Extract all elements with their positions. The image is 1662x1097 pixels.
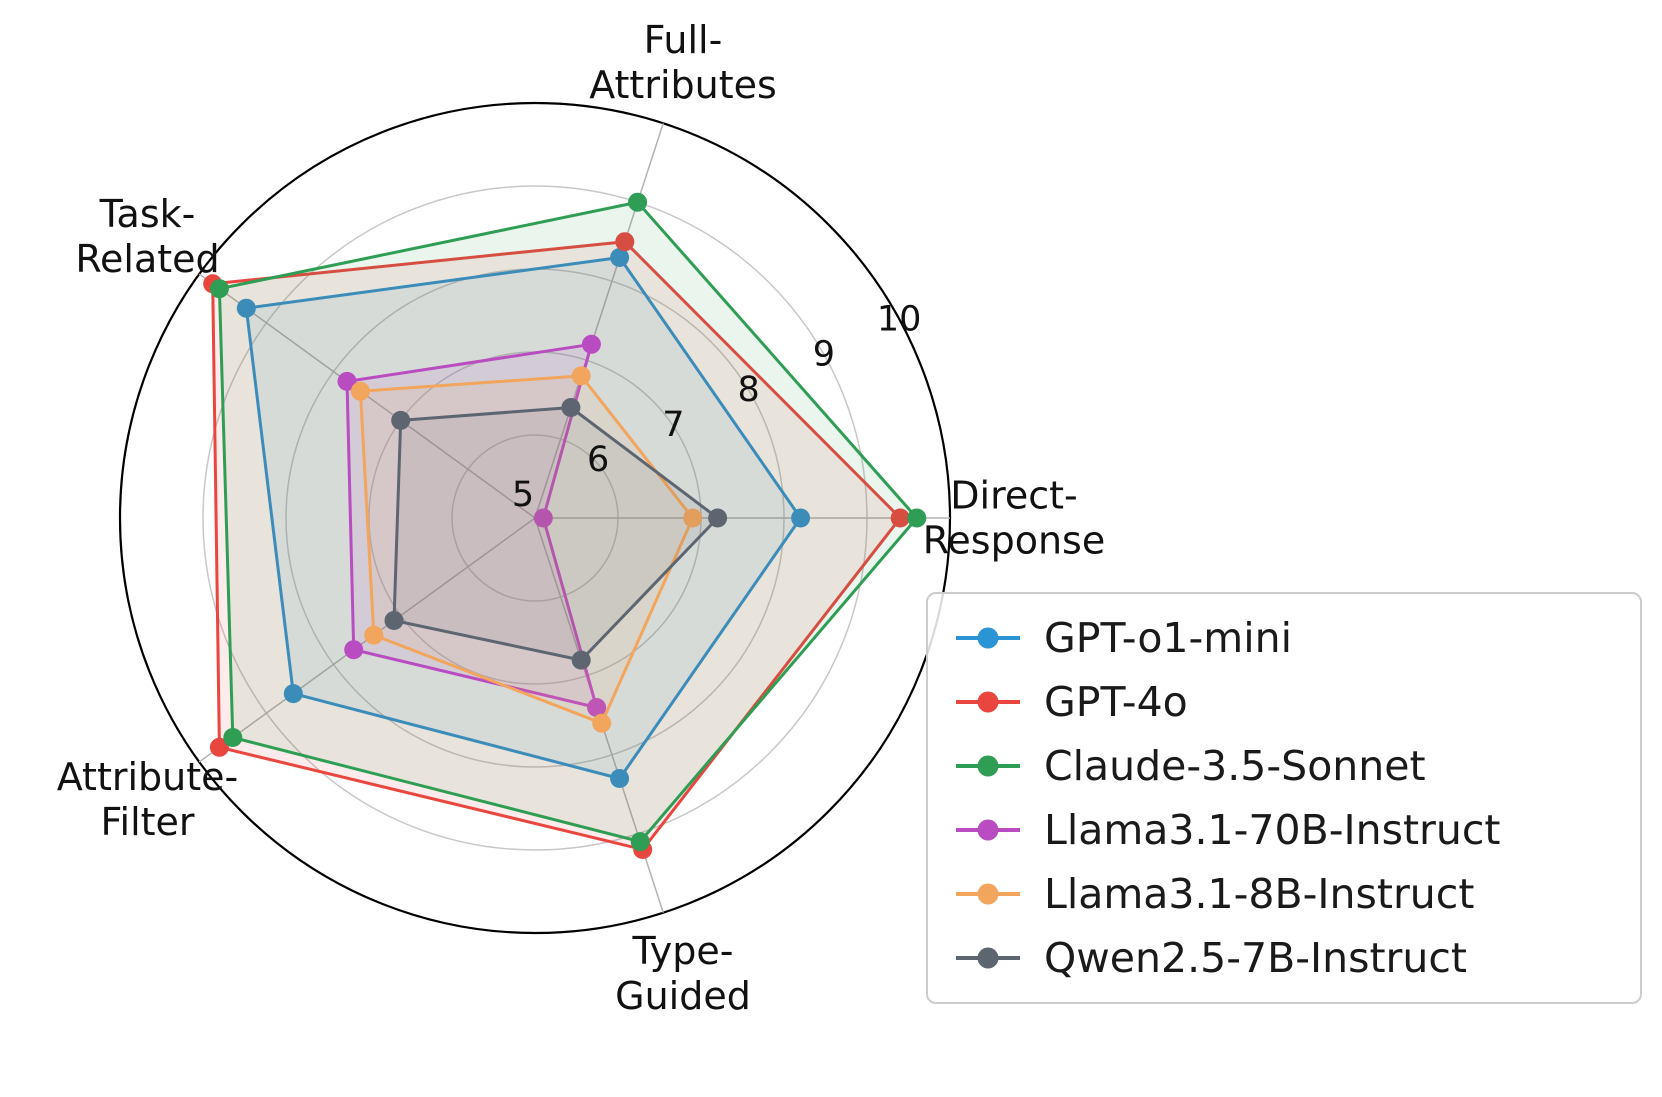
series-marker-gpt-o1-mini-attribute-filter (283, 684, 303, 704)
series-polygon-llama3.1-8b-instruct (358, 374, 695, 725)
series-marker-qwen2.5-7b-instruct-task-related (391, 410, 411, 430)
series-marker-qwen2.5-7b-instruct-attribute-filter (384, 611, 404, 630)
legend-label: Qwen2.5-7B-Instruct (1044, 933, 1467, 982)
legend-item-claude-3.5-sonnet: Claude-3.5-Sonnet (954, 740, 1614, 792)
series-marker-llama3.1-8b-instruct-direct-response (683, 508, 703, 528)
legend-label: Claude-3.5-Sonnet (1044, 741, 1426, 790)
legend-marker-icon (954, 943, 1022, 973)
series-marker-qwen2.5-7b-instruct-full-attributes (561, 398, 581, 417)
series-polygon-claude-3.5-sonnet (217, 200, 919, 844)
legend-marker-icon (954, 751, 1022, 781)
series-marker-gpt-o1-mini-full-attributes (610, 248, 630, 267)
legend-label: Llama3.1-8B-Instruct (1044, 869, 1475, 918)
radial-tick-label-5: 5 (512, 475, 534, 515)
radial-tick-label-10: 10 (877, 300, 922, 340)
radial-tick-label-7: 7 (662, 405, 684, 445)
legend-label: Llama3.1-70B-Instruct (1044, 805, 1501, 854)
axis-label-direct-response: Direct-Response (923, 474, 1106, 563)
axis-spoke-full-attributes (534, 123, 664, 519)
series-marker-llama3.1-70b-instruct-direct-response (533, 508, 553, 528)
legend-label: GPT-4o (1044, 677, 1188, 726)
radial-tick-label-8: 8 (738, 370, 760, 410)
series-marker-gpt-o1-mini-type-guided (610, 769, 630, 788)
axis-label-attribute-filter: Attribute-Filter (57, 755, 239, 844)
series-marker-claude-3.5-sonnet-attribute-filter (223, 728, 243, 747)
series-marker-claude-3.5-sonnet-type-guided (630, 832, 650, 852)
legend-item-gpt-4o: GPT-4o (954, 676, 1614, 728)
legend-item-qwen2.5-7b-instruct: Qwen2.5-7B-Instruct (954, 932, 1614, 984)
legend-item-llama3.1-70b-instruct: Llama3.1-70B-Instruct (954, 804, 1614, 856)
legend-marker-icon (954, 879, 1022, 909)
legend-marker-icon (954, 623, 1022, 653)
axis-label-full-attributes: Full-Attributes (589, 18, 777, 107)
series-polygon-qwen2.5-7b-instruct (392, 406, 720, 662)
legend-marker-icon (954, 815, 1022, 845)
legend-item-llama3.1-8b-instruct: Llama3.1-8B-Instruct (954, 868, 1614, 920)
series-marker-llama3.1-70b-instruct-type-guided (587, 698, 607, 717)
series-marker-claude-3.5-sonnet-direct-response (907, 508, 927, 528)
series-polygon-gpt-o1-mini (244, 256, 803, 780)
series-marker-qwen2.5-7b-instruct-type-guided (571, 650, 591, 670)
series-marker-llama3.1-8b-instruct-full-attributes (571, 366, 591, 386)
radial-tick-label-6: 6 (587, 440, 609, 480)
series-marker-llama3.1-70b-instruct-attribute-filter (344, 640, 364, 660)
series-marker-gpt-4o-full-attributes (615, 232, 635, 252)
series-marker-llama3.1-8b-instruct-type-guided (592, 713, 612, 733)
series-marker-gpt-o1-mini-direct-response (791, 508, 811, 528)
series-marker-llama3.1-8b-instruct-attribute-filter (364, 625, 384, 645)
series-marker-llama3.1-70b-instruct-full-attributes (581, 334, 601, 354)
legend-marker-icon (954, 687, 1022, 717)
radial-tick-label-9: 9 (813, 335, 835, 375)
series-polygon-gpt-4o (211, 240, 902, 851)
series-marker-qwen2.5-7b-instruct-direct-response (708, 508, 728, 528)
series-marker-claude-3.5-sonnet-task-related (209, 279, 229, 299)
axis-label-task-related: Task-Related (75, 192, 219, 281)
series-marker-llama3.1-8b-instruct-task-related (350, 381, 370, 401)
legend-label: GPT-o1-mini (1044, 613, 1293, 662)
series-marker-gpt-4o-attribute-filter (209, 737, 229, 757)
series-marker-llama3.1-70b-instruct-task-related (337, 371, 357, 391)
legend-item-gpt-o1-mini: GPT-o1-mini (954, 612, 1614, 664)
series-marker-gpt-o1-mini-task-related (236, 298, 256, 318)
series-marker-claude-3.5-sonnet-full-attributes (628, 192, 648, 212)
series-marker-gpt-4o-direct-response (890, 508, 910, 528)
axis-label-type-guided: Type-Guided (615, 929, 751, 1018)
